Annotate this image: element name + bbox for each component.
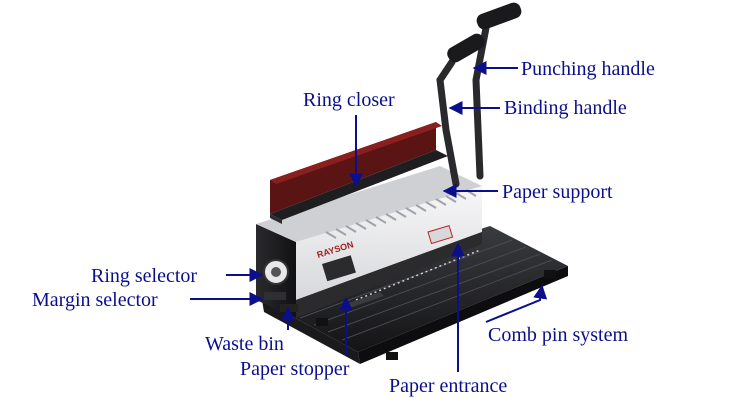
label-paper-stopper: Paper stopper	[240, 358, 350, 380]
callout-arrows	[190, 61, 548, 372]
label-comb-pin-system: Comb pin system	[488, 324, 629, 346]
label-waste-bin: Waste bin	[205, 333, 284, 355]
label-ring-closer: Ring closer	[303, 89, 395, 111]
label-punching-handle: Punching handle	[521, 58, 655, 80]
handles	[436, 2, 522, 188]
label-paper-entrance: Paper entrance	[389, 375, 508, 397]
margin-selector-lever	[264, 292, 286, 300]
label-margin-selector: Margin selector	[32, 289, 158, 311]
label-binding-handle: Binding handle	[504, 97, 627, 119]
label-paper-support: Paper support	[502, 181, 613, 203]
label-ring-selector: Ring selector	[91, 265, 198, 287]
arrow-comb-pin-system	[485, 284, 548, 323]
